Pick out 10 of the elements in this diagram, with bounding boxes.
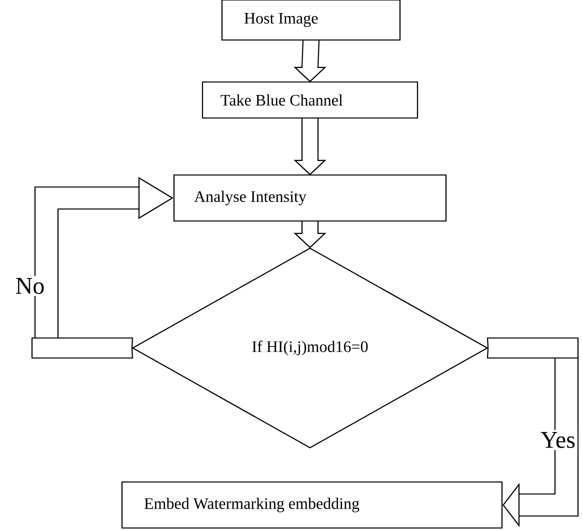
process-box: Embed Watermarking embedding <box>121 481 503 529</box>
hollow-arrow <box>294 40 326 82</box>
edge-label: No <box>13 276 47 296</box>
hollow-arrow <box>294 118 326 176</box>
process-box: Take Blue Channel <box>202 81 418 119</box>
hollow-arrow <box>486 337 579 528</box>
hollow-arrow <box>294 221 326 248</box>
process-box: Analyse Intensity <box>173 174 447 222</box>
process-box: Host Image <box>221 0 401 41</box>
edge-label: Yes <box>538 430 578 450</box>
